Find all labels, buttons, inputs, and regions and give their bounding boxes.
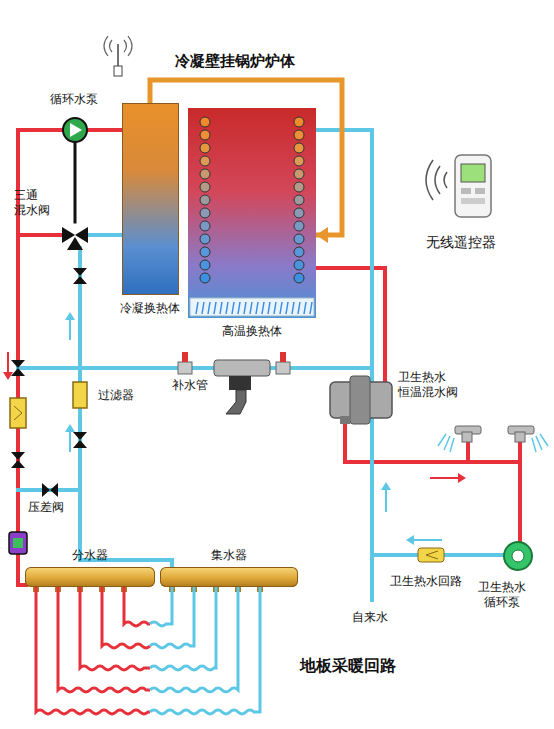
floor-loop	[150, 587, 216, 670]
tube-circle	[294, 260, 304, 270]
pump-label: 卫生热水 循环泵	[474, 580, 530, 610]
flame	[226, 302, 228, 314]
flame	[232, 302, 234, 314]
filter-label: 过滤器	[98, 388, 134, 403]
flame	[280, 302, 282, 314]
tube-circle	[294, 182, 304, 192]
tube-circle	[200, 208, 210, 218]
pipe-label: 补水管	[172, 378, 208, 393]
collector-manifold: 集水器	[160, 548, 298, 587]
tube-circle	[294, 169, 304, 179]
flame	[256, 302, 258, 314]
exchanger-shape	[122, 103, 179, 295]
pipe-line	[150, 587, 172, 626]
tube-circle	[200, 169, 210, 179]
pipe-connector	[124, 587, 172, 626]
tube-circle	[294, 156, 304, 166]
flame	[208, 302, 210, 314]
flame	[298, 302, 300, 314]
tube-circle	[294, 208, 304, 218]
node-caption: 冷凝换热体	[110, 301, 190, 316]
exchanger-tubes	[188, 108, 316, 318]
exchanger-shape	[188, 108, 316, 318]
flame	[286, 302, 288, 314]
manifold-shape	[160, 567, 298, 587]
tube-circle	[200, 195, 210, 205]
pump-label: 循环水泵	[50, 92, 98, 107]
flame	[244, 302, 246, 314]
flame	[250, 302, 252, 314]
loop-label: 卫生热水回路	[390, 574, 462, 589]
flame	[262, 302, 264, 314]
arrow-head	[316, 227, 328, 243]
flame	[220, 302, 222, 314]
tube-circle	[294, 221, 304, 231]
remote-label: 无线遥控器	[426, 234, 496, 252]
tube-circle	[294, 195, 304, 205]
flame	[196, 302, 198, 314]
pipe-line	[124, 587, 150, 626]
flame	[268, 302, 270, 314]
flame	[292, 302, 294, 314]
node-caption: 集水器	[160, 548, 298, 563]
flame	[304, 302, 306, 314]
tube-circle	[200, 117, 210, 127]
flame	[214, 302, 216, 314]
flame	[274, 302, 276, 314]
tube-circle	[200, 130, 210, 140]
tube-circle	[200, 156, 210, 166]
tube-circle	[200, 221, 210, 231]
burner	[190, 298, 314, 316]
tube-circle	[294, 143, 304, 153]
tube-circle	[200, 273, 210, 283]
floor-loop	[150, 587, 260, 714]
tube-circle	[294, 234, 304, 244]
node-caption: 高温换热体	[188, 324, 316, 339]
valve-label: 三通 混水阀	[14, 188, 57, 218]
floor-loop	[150, 587, 194, 648]
flame	[202, 302, 204, 314]
floor-loop	[36, 587, 150, 714]
tube-circle	[200, 260, 210, 270]
flame	[238, 302, 240, 314]
floor-loop	[58, 587, 150, 692]
boiler-title: 冷凝壁挂锅炉炉体	[175, 52, 295, 71]
node-caption: 分水器	[25, 548, 155, 563]
manifold-shape	[25, 567, 155, 587]
distributor-manifold: 分水器	[25, 548, 155, 587]
tube-circle	[294, 117, 304, 127]
floor-loop	[102, 587, 150, 648]
tube-circle	[200, 182, 210, 192]
water-label: 自来水	[352, 610, 388, 625]
valve-label: 卫生热水 恒温混水阀	[398, 370, 465, 400]
tube-circle	[294, 247, 304, 257]
valve-label: 压差阀	[28, 500, 64, 515]
flame	[310, 302, 312, 314]
heat-exchanger: 高温换热体	[188, 108, 316, 339]
loop-title: 地板采暖回路	[300, 656, 396, 676]
tube-circle	[294, 273, 304, 283]
floor-loop	[80, 587, 150, 670]
tube-circle	[200, 143, 210, 153]
floor-loop	[150, 587, 238, 692]
tube-circle	[200, 234, 210, 244]
tube-circle	[294, 130, 304, 140]
tube-circle	[200, 247, 210, 257]
condensing-exchanger: 冷凝换热体	[110, 103, 190, 316]
